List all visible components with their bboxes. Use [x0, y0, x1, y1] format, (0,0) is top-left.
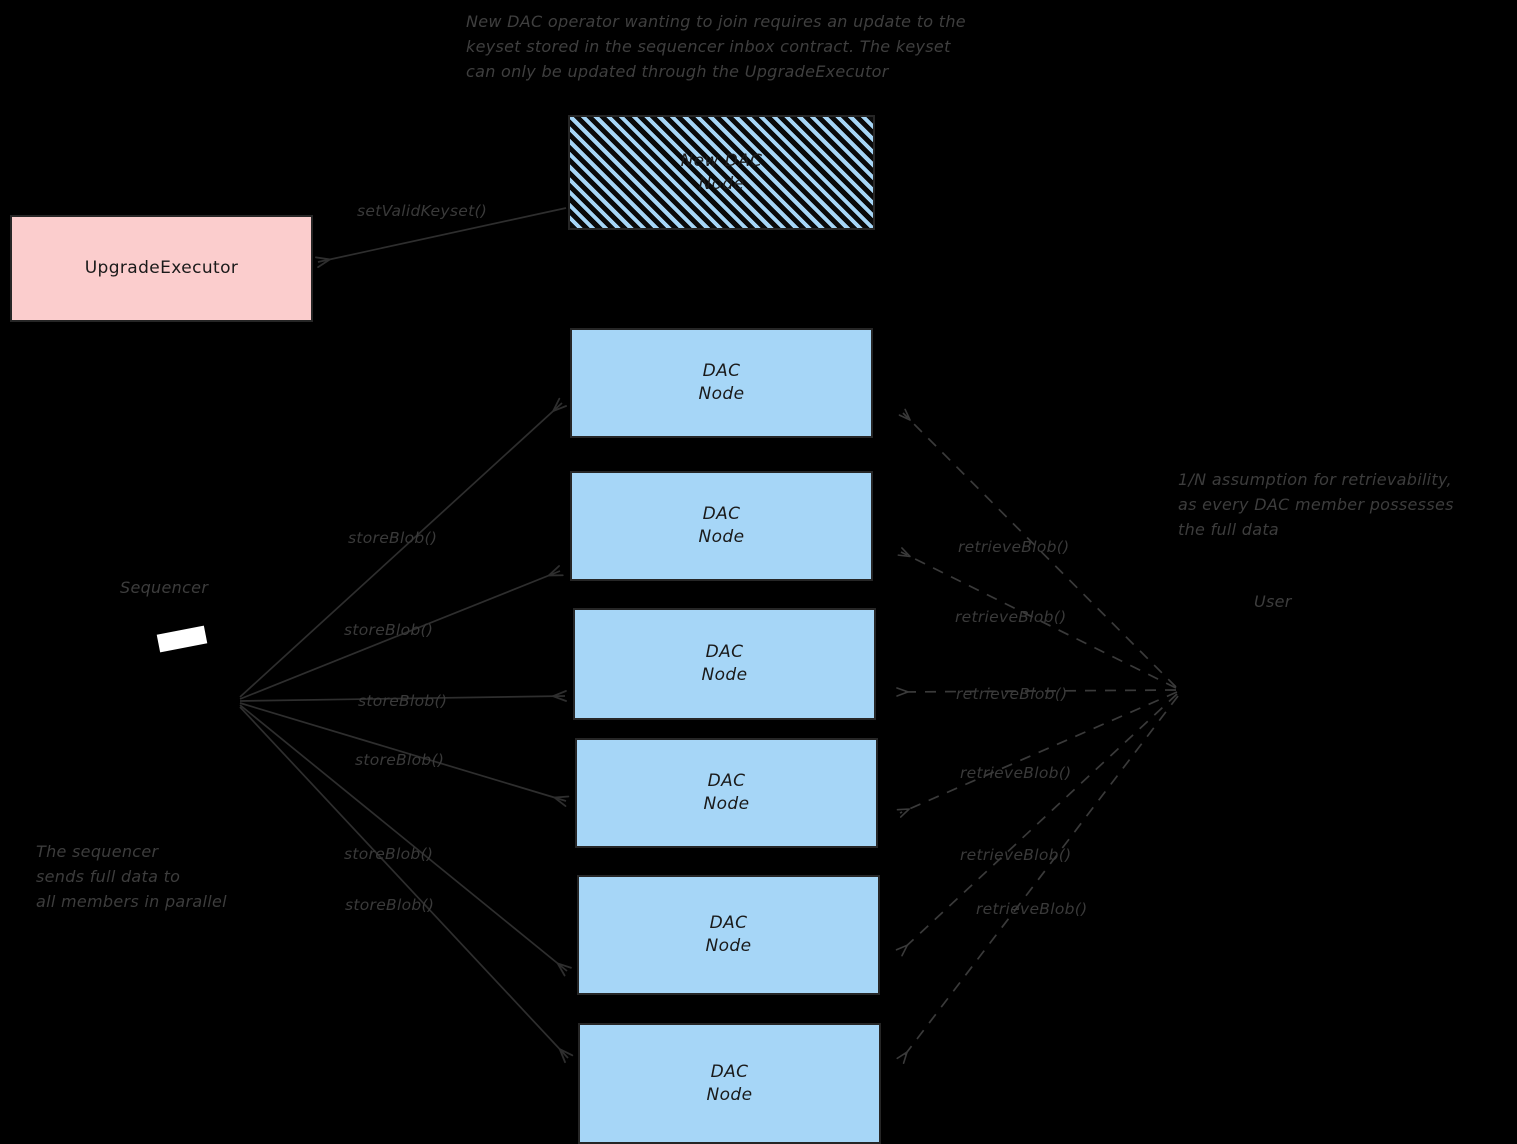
- edge-label-store-blob-1: storeBlob(): [348, 529, 438, 547]
- dac-node-box-3[interactable]: DAC Node: [573, 608, 876, 720]
- edge-label-store-blob-4: storeBlob(): [355, 751, 445, 769]
- sequencer-label: Sequencer: [120, 578, 209, 597]
- note-sequencer-parallel: The sequencer sends full data to all mem…: [36, 842, 227, 911]
- dac-node-box-5[interactable]: DAC Node: [577, 875, 880, 995]
- dac-node-box-6[interactable]: DAC Node: [578, 1023, 881, 1144]
- edge-label-set-valid-keyset: setValidKeyset(): [357, 202, 488, 220]
- note-retrievability: 1/N assumption for retrievability, as ev…: [1178, 470, 1454, 539]
- edge-label-retrieve-blob-1: retrieveBlob(): [958, 538, 1070, 556]
- edge-label-store-blob-3: storeBlob(): [358, 692, 448, 710]
- edge-label-retrieve-blob-4: retrieveBlob(): [960, 764, 1072, 782]
- sequencer-icon: [156, 625, 208, 653]
- note-new-operator: New DAC operator wanting to join require…: [466, 12, 966, 81]
- edge-label-retrieve-blob-3: retrieveBlob(): [956, 685, 1068, 703]
- edges-store-blob: [239, 397, 574, 1064]
- user-label: User: [1254, 592, 1292, 611]
- edge-label-retrieve-blob-5: retrieveBlob(): [960, 846, 1072, 864]
- edge-label-store-blob-5: storeBlob(): [344, 845, 434, 863]
- edge-label-store-blob-2: storeBlob(): [344, 621, 434, 639]
- dac-node-box-1[interactable]: DAC Node: [570, 328, 873, 438]
- edge-label-store-blob-6: storeBlob(): [345, 896, 435, 914]
- upgrade-executor-box[interactable]: UpgradeExecutor: [10, 215, 313, 322]
- edges-retrieve-blob: [895, 408, 1179, 1065]
- edge-label-retrieve-blob-2: retrieveBlob(): [955, 608, 1067, 626]
- edge-label-retrieve-blob-6: retrieveBlob(): [976, 900, 1088, 918]
- new-dac-node-box[interactable]: New DAC Node: [568, 115, 875, 230]
- dac-node-box-2[interactable]: DAC Node: [570, 471, 873, 581]
- dac-node-box-4[interactable]: DAC Node: [575, 738, 878, 848]
